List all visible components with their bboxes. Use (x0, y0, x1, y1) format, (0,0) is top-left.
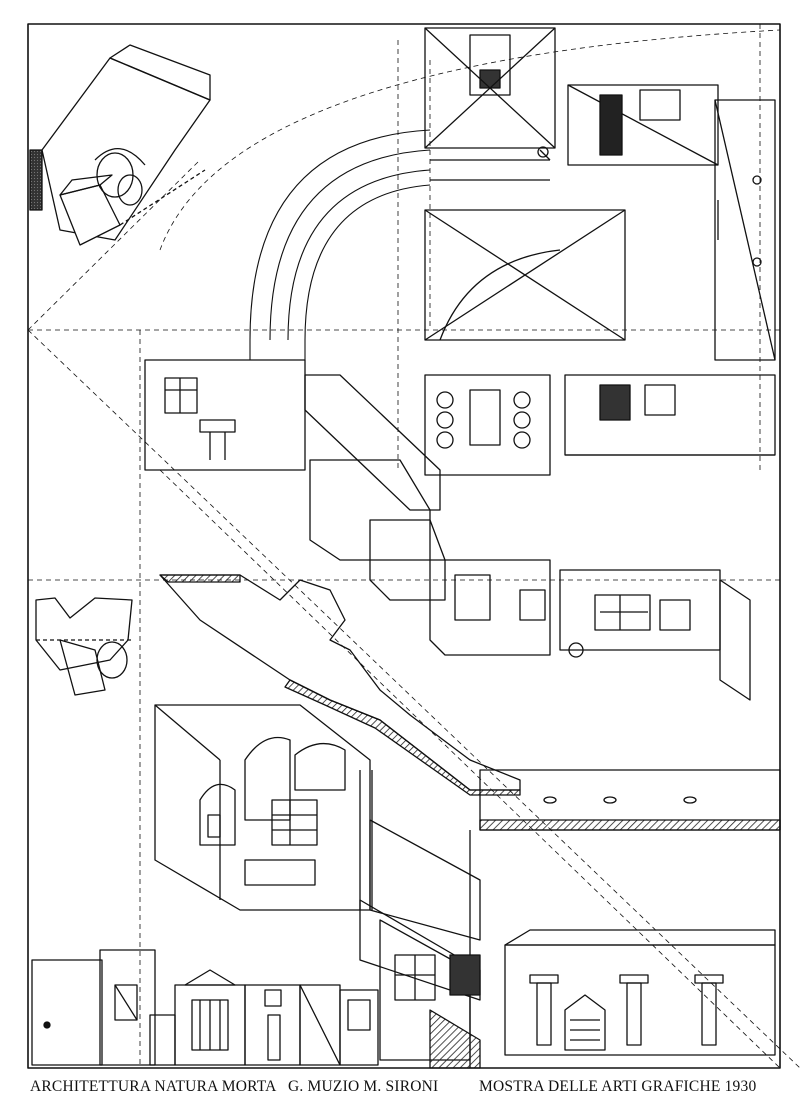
construction-lines (27, 24, 800, 1069)
caption-exhibition: MOSTRA DELLE ARTI GRAFICHE 1930 (479, 1078, 757, 1095)
caption-authors: G. MUZIO M. SIRONI (288, 1078, 439, 1095)
border-frame (27, 23, 781, 1069)
caption-title: ARCHITETTURA NATURA MORTA (30, 1078, 277, 1095)
facade-elevations (31, 949, 379, 1066)
staircase-and-niches (379, 919, 481, 1069)
still-life-mid-left (35, 597, 133, 696)
curved-corridor (249, 129, 431, 360)
floor-plan-top (424, 27, 776, 361)
still-life-top-left (29, 44, 211, 246)
diagonal-corridor (159, 574, 781, 1068)
room-row-middle (144, 359, 776, 476)
lower-building-block (154, 704, 481, 1001)
colonnade (504, 929, 776, 1056)
diagonal-wing-upper (304, 374, 751, 701)
